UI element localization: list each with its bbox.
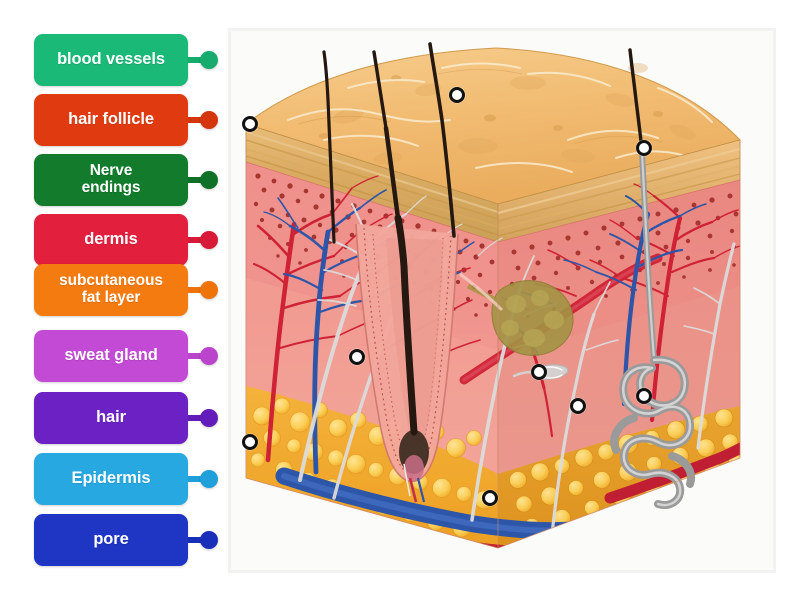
skin-cross-section-illustration	[228, 28, 776, 573]
diagram-marker-3[interactable]	[636, 140, 652, 156]
connector-dot-epidermis[interactable]	[200, 470, 218, 488]
diagram-marker-1[interactable]	[242, 116, 258, 132]
diagram-marker-2[interactable]	[449, 87, 465, 103]
connector-dot-nerve-endings[interactable]	[200, 171, 218, 189]
diagram-marker-4[interactable]	[349, 349, 365, 365]
connector-stem-subcutaneous-fat	[188, 287, 204, 293]
connector-stem-blood-vessels	[188, 57, 204, 63]
connector-stem-hair-follicle	[188, 117, 204, 123]
label-text-subcutaneous-fat: subcutaneous fat layer	[59, 272, 163, 306]
connector-stem-epidermis	[188, 476, 204, 482]
label-chip-blood-vessels[interactable]: blood vessels	[34, 34, 218, 86]
label-chip-hair-follicle[interactable]: hair follicle	[34, 94, 218, 146]
label-chip-nerve-endings[interactable]: Nerve endings	[34, 154, 218, 206]
label-item-pore[interactable]: pore	[34, 514, 218, 566]
connector-dot-hair-follicle[interactable]	[200, 111, 218, 129]
epidermis-right-face	[497, 139, 741, 243]
label-item-hair-follicle[interactable]: hair follicle	[34, 94, 218, 146]
label-chip-pore[interactable]: pore	[34, 514, 218, 566]
diagram-image-panel	[228, 28, 776, 573]
connector-stem-nerve-endings	[188, 177, 204, 183]
label-chip-hair[interactable]: hair	[34, 392, 218, 444]
label-chip-epidermis[interactable]: Epidermis	[34, 453, 218, 505]
connector-stem-sweat-gland	[188, 353, 204, 359]
label-text-epidermis: Epidermis	[71, 469, 151, 488]
connector-stem-dermis	[188, 237, 204, 243]
connector-dot-hair[interactable]	[200, 409, 218, 427]
connector-dot-subcutaneous-fat[interactable]	[200, 281, 218, 299]
diagram-marker-7[interactable]	[636, 388, 652, 404]
label-text-pore: pore	[93, 530, 129, 549]
label-item-nerve-endings[interactable]: Nerve endings	[34, 154, 218, 206]
label-item-epidermis[interactable]: Epidermis	[34, 453, 218, 505]
label-chip-subcutaneous-fat[interactable]: subcutaneous fat layer	[34, 264, 218, 316]
sweat-gland	[610, 149, 695, 509]
connector-dot-sweat-gland[interactable]	[200, 347, 218, 365]
diagram-marker-8[interactable]	[242, 434, 258, 450]
connector-dot-dermis[interactable]	[200, 231, 218, 249]
diagram-marker-5[interactable]	[531, 364, 547, 380]
label-item-sweat-gland[interactable]: sweat gland	[34, 330, 218, 382]
label-text-sweat-gland: sweat gland	[64, 346, 158, 365]
hair-shafts	[322, 42, 644, 244]
fat-globules-right	[509, 408, 740, 534]
label-text-nerve-endings: Nerve endings	[81, 162, 141, 196]
label-item-blood-vessels[interactable]: blood vessels	[34, 34, 218, 86]
connector-stem-hair	[188, 415, 204, 421]
label-chip-sweat-gland[interactable]: sweat gland	[34, 330, 218, 382]
label-chip-dermis[interactable]: dermis	[34, 214, 218, 266]
connector-dot-pore[interactable]	[200, 531, 218, 549]
label-item-hair[interactable]: hair	[34, 392, 218, 444]
arrector-pili-muscle	[459, 272, 504, 312]
diagram-marker-6[interactable]	[570, 398, 586, 414]
block-edges	[245, 124, 741, 549]
connector-stem-pore	[188, 537, 204, 543]
label-text-hair: hair	[96, 408, 126, 427]
hair-in-follicle	[394, 214, 418, 436]
sebaceous-gland	[466, 280, 574, 356]
label-text-hair-follicle: hair follicle	[68, 110, 154, 129]
label-text-blood-vessels: blood vessels	[57, 50, 165, 69]
label-item-subcutaneous-fat[interactable]: subcutaneous fat layer	[34, 264, 218, 316]
connector-dot-blood-vessels[interactable]	[200, 51, 218, 69]
label-text-dermis: dermis	[84, 230, 138, 249]
label-item-dermis[interactable]: dermis	[34, 214, 218, 266]
diagram-marker-9[interactable]	[482, 490, 498, 506]
